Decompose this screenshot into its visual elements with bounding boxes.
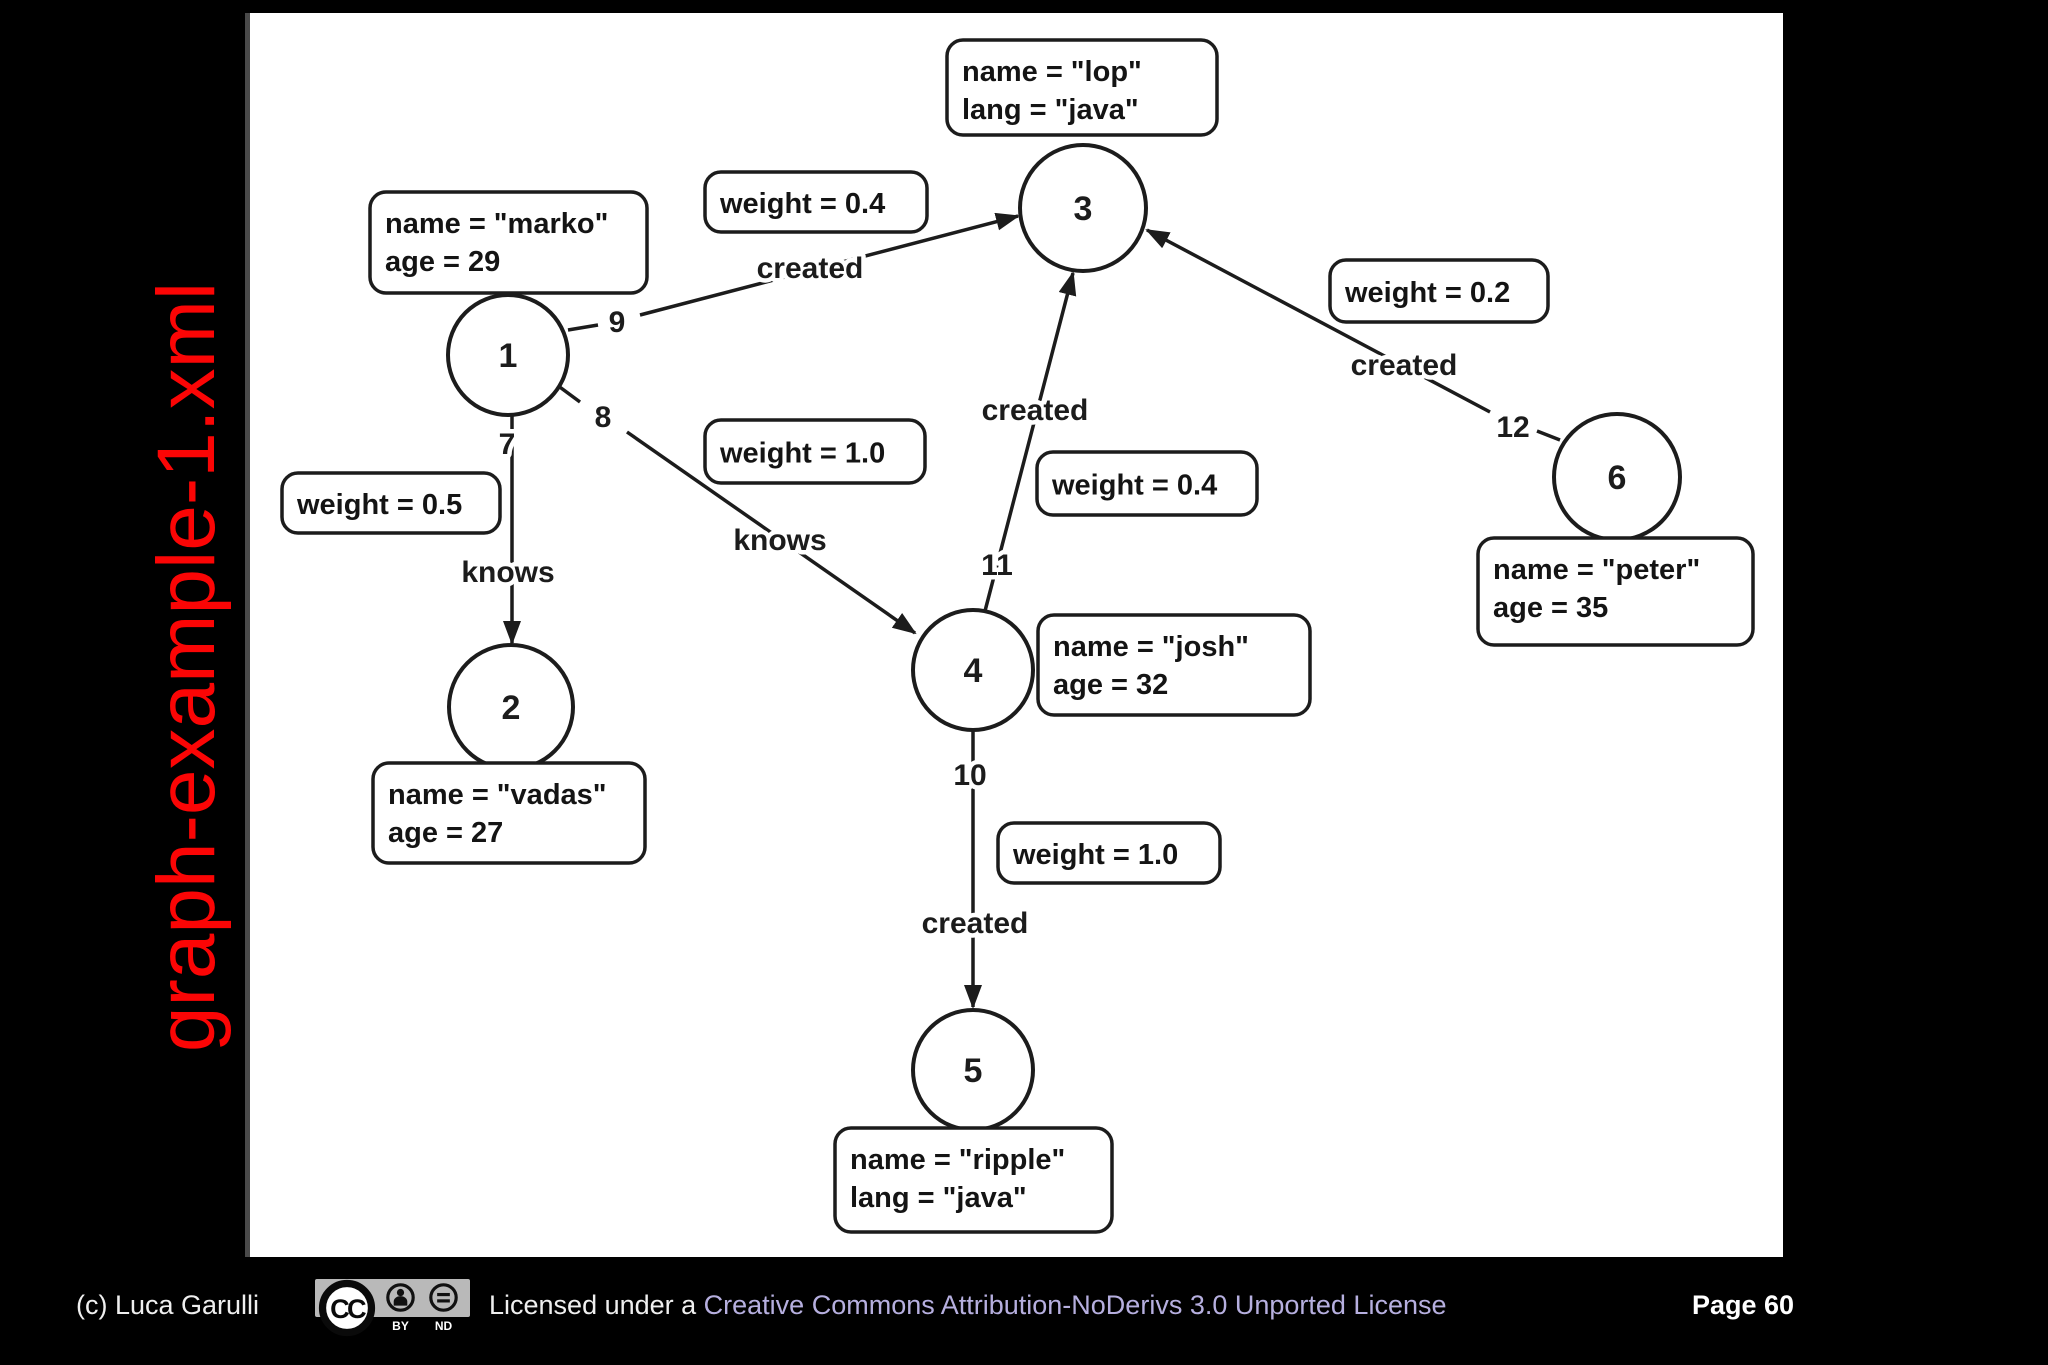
- lop-props-box: [945, 38, 1219, 137]
- cc-logo-icon: CC: [318, 1279, 376, 1337]
- cc-logo-text: CC: [330, 1293, 366, 1324]
- vadas-props-text-0: name = "vadas": [388, 779, 607, 811]
- attribution-person-icon: [386, 1283, 415, 1312]
- edge-11-weight-box: [1035, 450, 1259, 517]
- graph-diagram: 987111012createdknowsknowscreatedcreated…: [280, 38, 1755, 1234]
- no-derivatives-equals-icon: [429, 1283, 458, 1312]
- cc-license-badge[interactable]: CC BY ND: [315, 1279, 470, 1337]
- edge-11-id-label: 11: [981, 549, 1013, 582]
- josh-props-text-1: age = 32: [1053, 669, 1168, 701]
- edge-8-weight-box: [703, 418, 927, 485]
- edge-11-line: [983, 271, 1077, 612]
- vertex-1: [446, 293, 570, 417]
- edge-8-verb-label: knows: [733, 524, 826, 557]
- edge-11-verb-label: created: [982, 394, 1089, 427]
- lop-props-text-1: lang = "java": [962, 94, 1139, 126]
- edge-8-stub: [555, 383, 582, 404]
- vertex-5-label: 5: [964, 1052, 983, 1090]
- edge-8-line: [625, 430, 917, 635]
- edge-9-weight-text-0: weight = 0.4: [719, 188, 885, 220]
- license-prefix-text: Licensed under a: [489, 1290, 704, 1320]
- edge-11-weight-text-0: weight = 0.4: [1051, 470, 1217, 502]
- page-number: Page 60: [1692, 1290, 1795, 1320]
- marko-props-box: [368, 190, 649, 295]
- vertex-4-label: 4: [964, 652, 983, 690]
- license-line: Licensed under a Creative Commons Attrib…: [489, 1290, 1447, 1321]
- edge-10-weight-text-0: weight = 1.0: [1012, 839, 1178, 871]
- ripple-props-text-0: name = "ripple": [850, 1144, 1065, 1176]
- edge-9-line: [639, 212, 1020, 317]
- edge-12-verb-label: created: [1351, 349, 1458, 382]
- edge-12-weight-text-0: weight = 0.2: [1344, 277, 1510, 309]
- josh-props-text-0: name = "josh": [1053, 631, 1249, 663]
- peter-props-text-1: age = 35: [1493, 592, 1608, 624]
- josh-props-box: [1036, 613, 1312, 717]
- edge-7-id-label: 7: [499, 428, 516, 461]
- edge-10-id-label: 10: [953, 759, 986, 792]
- vertex-2-label: 2: [502, 689, 521, 727]
- edge-9-verb-label: created: [757, 252, 864, 285]
- slide-filename-label: graph-example-1.xml: [141, 281, 232, 1053]
- vadas-props-box: [371, 761, 647, 865]
- edge-9-weight-box: [703, 170, 929, 234]
- vertex-4: [911, 608, 1035, 732]
- edge-12-weight-box: [1328, 258, 1550, 324]
- edge-12-stub: [1536, 429, 1561, 442]
- edge-8-weight-text-0: weight = 1.0: [719, 438, 885, 470]
- edge-7-weight-box: [280, 471, 502, 535]
- vertex-6-label: 6: [1608, 459, 1627, 497]
- edge-12-line: [1145, 228, 1491, 414]
- edge-8-id-label: 8: [595, 401, 612, 434]
- edge-7-weight-text-0: weight = 0.5: [296, 489, 462, 521]
- ripple-props-box: [833, 1126, 1114, 1234]
- ripple-props-text-1: lang = "java": [850, 1182, 1027, 1214]
- license-link[interactable]: Creative Commons Attribution-NoDerivs 3.…: [703, 1290, 1447, 1320]
- edge-12-id-label: 12: [1496, 411, 1529, 444]
- lop-props-text-0: name = "lop": [962, 56, 1142, 88]
- vertex-3: [1018, 143, 1148, 273]
- marko-props-text-1: age = 29: [385, 246, 500, 278]
- copyright-text: (c) Luca Garulli: [76, 1290, 260, 1320]
- marko-props-text-0: name = "marko": [385, 208, 608, 240]
- edge-9-stub: [567, 323, 599, 332]
- edge-9-id-label: 9: [609, 306, 626, 339]
- edge-10-verb-label: created: [922, 907, 1029, 940]
- vertex-3-label: 3: [1074, 190, 1093, 228]
- edge-10-weight-box: [996, 821, 1222, 885]
- vadas-props-text-1: age = 27: [388, 817, 503, 849]
- vertex-1-label: 1: [499, 337, 518, 375]
- edge-7-verb-label: knows: [461, 556, 554, 589]
- peter-props-box: [1476, 536, 1755, 647]
- cc-nd-label: ND: [434, 1319, 453, 1333]
- peter-props-text-0: name = "peter": [1493, 554, 1700, 586]
- cc-by-label: BY: [392, 1319, 409, 1333]
